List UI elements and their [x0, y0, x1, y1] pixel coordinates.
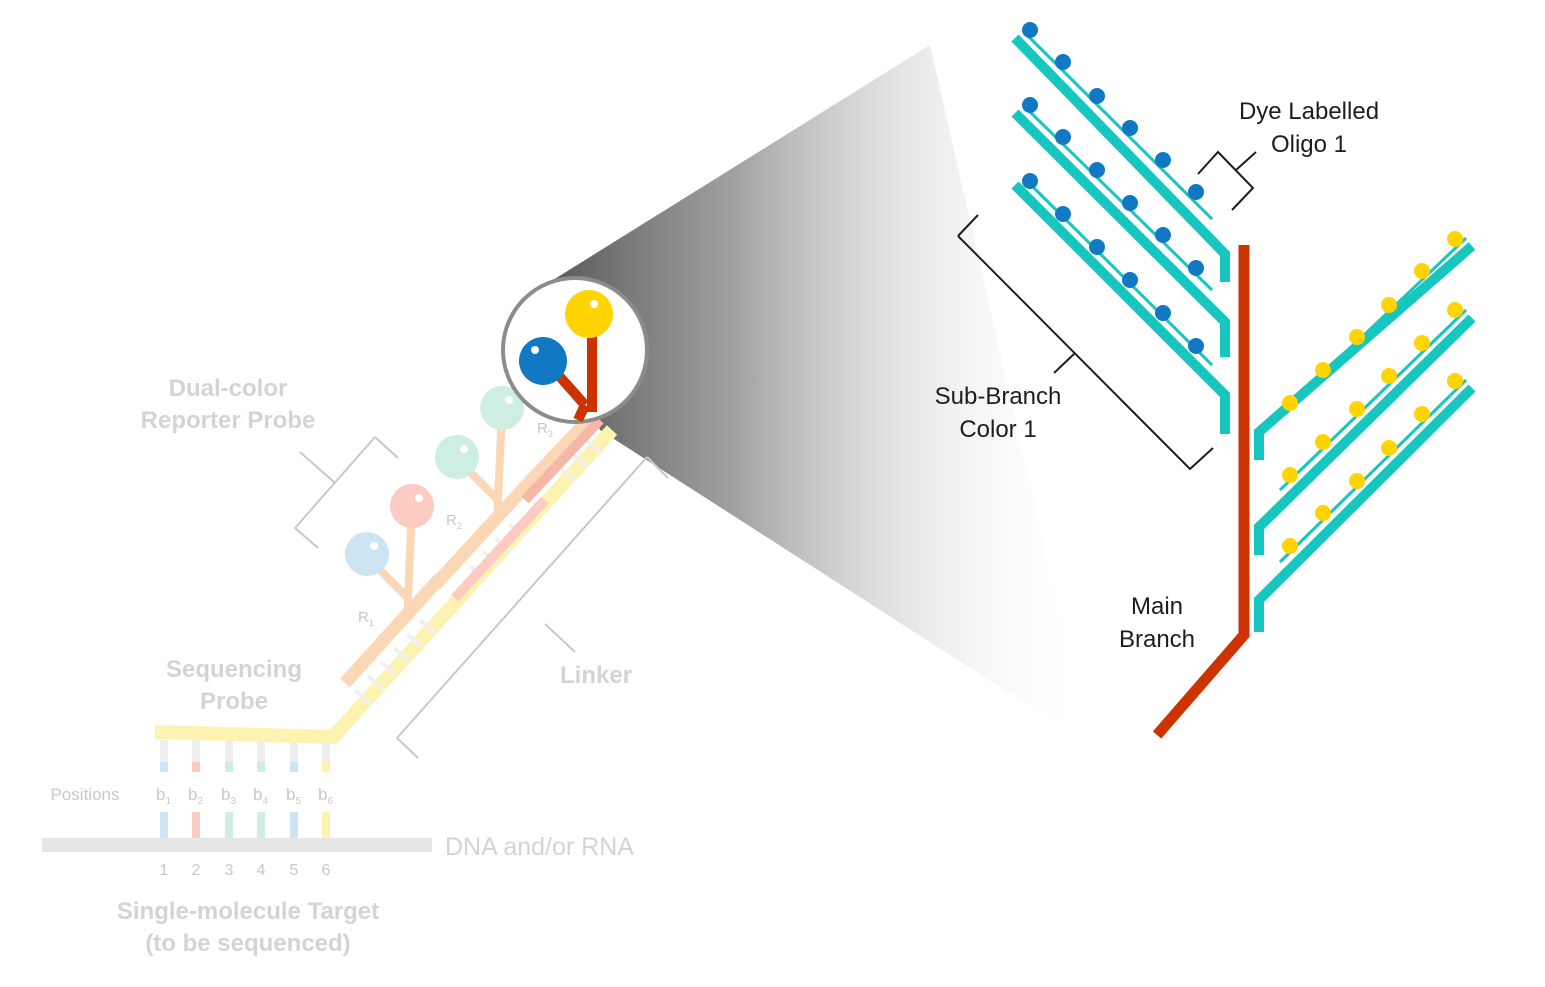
r3-label: R3	[537, 420, 553, 439]
reporter-segment-r3-red	[521, 416, 604, 504]
b6-label: b6	[318, 785, 333, 807]
reporter-segments	[340, 390, 617, 688]
dna-strand	[42, 838, 432, 852]
blue-dye-ball	[519, 337, 567, 385]
reporter-r2	[435, 386, 524, 520]
position-b-labels: b1 b2 b3 b4 b5 b6	[156, 785, 333, 807]
main-branch-label-line-1: Main	[1131, 593, 1183, 620]
labels: Dual-color Reporter Probe Sequencing Pro…	[51, 98, 1380, 957]
linker-bracket	[396, 456, 669, 759]
sub-branches-color-2	[1254, 236, 1476, 632]
zoomed-branch-diagram	[957, 22, 1476, 739]
faded-green-dye-ball-1	[435, 435, 479, 479]
magnifier	[501, 276, 649, 424]
blue-dye-dots	[1022, 22, 1204, 354]
position-number-6: 6	[322, 862, 331, 879]
positions-label: Positions	[51, 785, 120, 804]
linker-label: Linker	[560, 662, 632, 689]
sub-branch-bracket	[957, 214, 1214, 471]
zoom-cone	[545, 45, 1090, 745]
target-label-line-2: (to be sequenced)	[145, 930, 350, 957]
target-label-line-1: Single-molecule Target	[117, 898, 379, 925]
sub-branch-label-line-2: Color 1	[959, 416, 1036, 443]
reporter-probe-label-line-2: Reporter Probe	[141, 407, 316, 434]
faded-red-dye-ball	[390, 484, 434, 528]
main-branch-label-line-2: Branch	[1119, 626, 1195, 653]
dye-oligo-label-line-2: Oligo 1	[1271, 131, 1347, 158]
reporter-probe-label-line-1: Dual-color	[169, 375, 288, 402]
position-number-1: 1	[160, 862, 169, 879]
faded-probe-diagram	[42, 386, 669, 852]
position-numbers: 1 2 3 4 5 6	[160, 862, 331, 879]
b4-label: b4	[253, 785, 268, 807]
reporter-probe-bracket	[295, 437, 398, 548]
r1-label: R1	[358, 609, 374, 628]
sequencing-probe-label-line-1: Sequencing	[166, 656, 302, 683]
b5-label: b5	[286, 785, 301, 807]
dye-oligo-label-line-1: Dye Labelled	[1239, 98, 1379, 125]
faded-blue-dye-ball	[345, 532, 389, 576]
dye-oligo-bracket	[1197, 150, 1257, 211]
position-number-2: 2	[192, 862, 201, 879]
r2-label: R2	[446, 512, 462, 531]
dna-rna-label: DNA and/or RNA	[445, 833, 634, 861]
main-branch	[1152, 245, 1250, 739]
probe-position-bars	[160, 740, 330, 772]
sub-branch-label-line-1: Sub-Branch	[935, 383, 1062, 410]
reporter-probe-bracket-path	[294, 436, 399, 549]
faded-green-dye-ball-2	[480, 386, 524, 430]
reporter-r1	[345, 484, 434, 620]
b1-label: b1	[156, 785, 171, 807]
reporter-segment-red	[451, 496, 549, 602]
b3-label: b3	[221, 785, 236, 807]
target-position-bars	[160, 812, 330, 838]
b2-label: b2	[188, 785, 203, 807]
sequencing-probe-label-line-2: Probe	[200, 688, 268, 715]
position-number-3: 3	[225, 862, 234, 879]
yellow-dye-dots	[1282, 231, 1463, 554]
position-number-5: 5	[290, 862, 299, 879]
sub-branches-color-1	[1011, 32, 1230, 434]
position-number-4: 4	[257, 862, 266, 879]
yellow-dye-ball	[565, 290, 613, 338]
